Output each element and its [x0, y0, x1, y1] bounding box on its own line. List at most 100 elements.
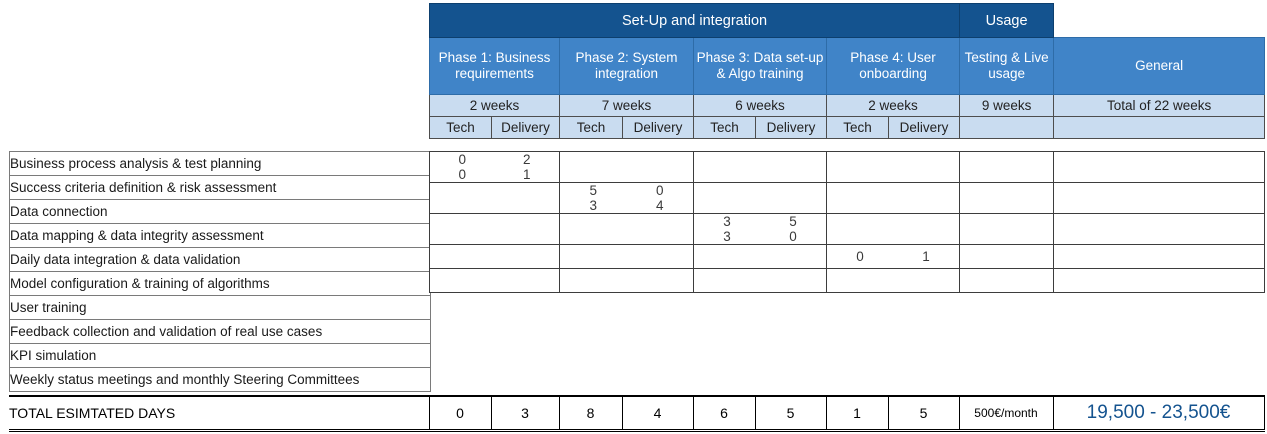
effort-cell-p3[interactable] [693, 244, 827, 269]
weeks-phase-3: 6 weeks [693, 94, 827, 117]
effort-pair [827, 167, 959, 182]
effort-cell-p4[interactable] [826, 182, 960, 214]
total-p4-tech: 1 [825, 395, 889, 432]
table-row: Data connection [9, 199, 431, 224]
effort-pair [827, 269, 959, 277]
subheader-p1-delivery: Delivery [491, 116, 560, 139]
header-phase-row: Phase 1: Business requirements Phase 2: … [429, 37, 1266, 95]
usage-cell[interactable] [959, 151, 1054, 183]
effort-tech-value: 0 [458, 167, 466, 182]
general-cell[interactable] [1053, 151, 1265, 183]
effort-pair [560, 167, 693, 182]
effort-pair [827, 152, 959, 167]
task-label: KPI simulation [9, 343, 431, 368]
effort-cell-p1[interactable] [429, 268, 560, 293]
effort-pair [827, 183, 959, 198]
subheader-general-blank [1053, 116, 1266, 139]
effort-pair [560, 152, 693, 167]
total-label: TOTAL ESIMTATED DAYS [9, 395, 429, 432]
effort-pair [827, 277, 959, 285]
effort-cell-p3[interactable] [693, 268, 827, 293]
effort-pair [694, 269, 826, 277]
effort-cell-p3[interactable] [693, 151, 827, 183]
effort-delivery-value: 1 [522, 167, 531, 182]
effort-cell-p2[interactable] [559, 213, 694, 245]
total-price-range: 19,500 - 23,500€ [1052, 395, 1265, 432]
effort-pair [560, 229, 693, 244]
effort-pair [694, 152, 826, 167]
general-cell[interactable] [1053, 268, 1265, 293]
general-cell[interactable] [1053, 182, 1265, 214]
effort-tech-value: 0 [458, 152, 466, 167]
effort-pair [694, 245, 826, 268]
task-label: Data connection [9, 199, 431, 224]
effort-delivery-value: 2 [522, 152, 531, 167]
effort-delivery-value: 1 [922, 249, 930, 264]
task-label: Daily data integration & data validation [9, 247, 431, 272]
usage-cell[interactable] [959, 244, 1054, 269]
effort-cell-p1[interactable] [429, 182, 560, 214]
effort-cell-p2[interactable] [559, 151, 694, 183]
effort-cell-p1[interactable] [429, 213, 560, 245]
usage-cell[interactable] [959, 213, 1054, 245]
subheader-p4-delivery: Delivery [887, 116, 961, 139]
table-row: Model configuration & training of algori… [9, 271, 431, 296]
weeks-phase-4: 2 weeks [825, 94, 961, 117]
effort-pair [430, 277, 559, 285]
effort-pair [560, 284, 693, 292]
effort-pair [827, 198, 959, 213]
effort-cell-p3[interactable] [693, 182, 827, 214]
weeks-phase-1: 2 weeks [429, 94, 560, 117]
effort-cell-p2[interactable] [559, 244, 694, 269]
effort-pair [560, 269, 693, 277]
total-p1-tech: 0 [428, 395, 492, 432]
group-header-blank [1053, 3, 1265, 38]
usage-cell[interactable] [959, 182, 1054, 214]
total-p2-tech: 8 [558, 395, 623, 432]
usage-cell[interactable] [959, 268, 1054, 293]
total-usage-price: 500€/month [958, 395, 1054, 432]
group-header-setup: Set-Up and integration [428, 3, 961, 38]
effort-cell-p4[interactable] [826, 213, 960, 245]
effort-delivery-value: 0 [789, 229, 797, 244]
phase-header-testing: Testing & Live usage [959, 37, 1055, 95]
effort-pair [827, 229, 959, 244]
total-table: TOTAL ESIMTATED DAYS 0 3 8 4 6 5 1 5 500… [9, 395, 1265, 432]
task-label: Weekly status meetings and monthly Steer… [9, 367, 431, 392]
general-cell[interactable] [1053, 213, 1265, 245]
table-row: KPI simulation [9, 343, 431, 368]
header-subcolumn-row: Tech Delivery Tech Delivery Tech Deliver… [429, 116, 1266, 139]
total-p1-delivery: 3 [490, 395, 560, 432]
effort-pair [827, 214, 959, 229]
table-row: Daily data integration & data validation [9, 247, 431, 272]
effort-delivery-value: 0 [655, 183, 664, 198]
effort-pair [430, 214, 559, 229]
subheader-p4-tech: Tech [826, 116, 889, 139]
effort-cell-p4[interactable] [826, 268, 960, 293]
table-row: Business process analysis & test plannin… [9, 151, 431, 176]
phase-header-2: Phase 2: System integration [559, 37, 694, 95]
effort-cell-p2[interactable] [559, 268, 694, 293]
task-label: User training [9, 295, 431, 320]
phase-header-4: Phase 4: User onboarding [825, 37, 961, 95]
total-p3-delivery: 5 [754, 395, 827, 432]
subheader-p2-delivery: Delivery [622, 116, 694, 139]
table-row: Data mapping & data integrity assessment [9, 223, 431, 248]
effort-cell-p1[interactable] [429, 244, 560, 269]
effort-delivery-value: 4 [655, 198, 664, 213]
effort-pair [694, 167, 826, 182]
general-cell[interactable] [1053, 244, 1265, 269]
task-label: Model configuration & training of algori… [9, 271, 431, 296]
effort-cell-p4[interactable] [826, 151, 960, 183]
effort-tech-value: 3 [723, 229, 731, 244]
